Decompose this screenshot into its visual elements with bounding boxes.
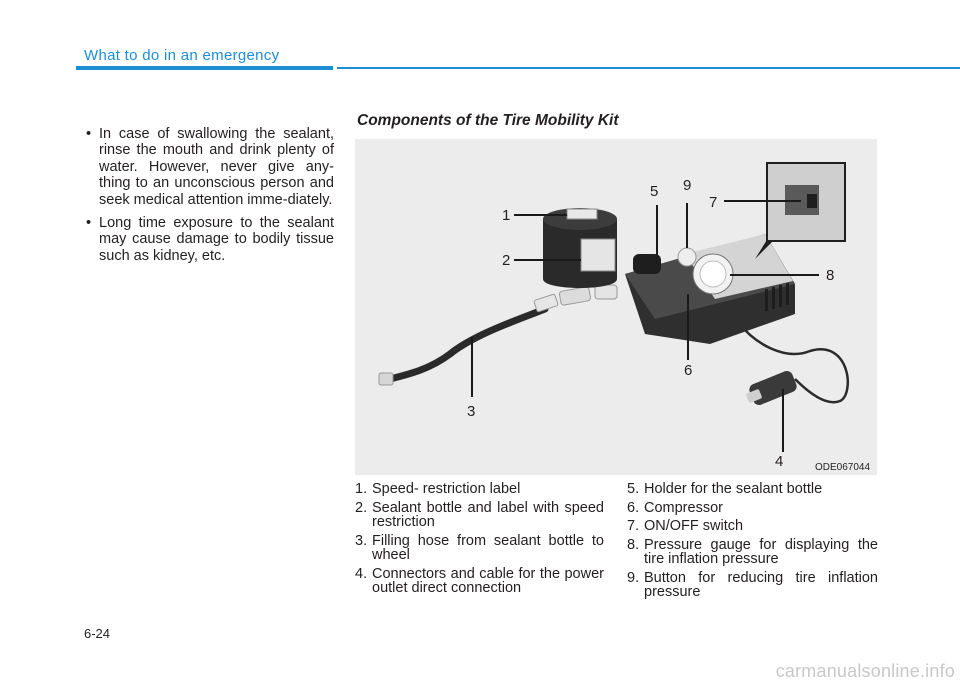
power-plug (746, 370, 797, 406)
callout-number: 4 (775, 453, 783, 470)
legend-item: 9.Button for reducing tire inflation pre… (627, 569, 878, 600)
legend-item: 3.Filling hose from sealant bottle to wh… (355, 532, 604, 563)
callout-number: 2 (502, 252, 510, 269)
legend-item: 2.Sealant bottle and label with speed re… (355, 499, 604, 530)
bullet-item: In case of swallowing the sealant, rinse… (84, 126, 334, 208)
sealant-bottle-label (580, 238, 616, 272)
hose-connector (533, 284, 618, 313)
legend-number: 9. (627, 569, 640, 586)
component-legend-left: 1.Speed- restriction label 2.Sealant bot… (355, 482, 604, 600)
switch-detail-inset (755, 162, 846, 259)
compressor (625, 234, 795, 344)
watermark: carmanualsonline.info (775, 661, 955, 681)
sealant-bottle (543, 208, 617, 288)
pressure-release-button (677, 247, 697, 267)
on-off-switch (807, 194, 817, 208)
callout-number: 6 (684, 362, 692, 379)
legend-number: 5. (627, 481, 640, 497)
legend-text: Pressure gauge for displaying the tire i… (644, 536, 878, 567)
warning-bullet-list: In case of swallowing the sealant, rinse… (84, 126, 334, 271)
filling-hose (386, 305, 549, 383)
bottle-holder (633, 254, 661, 274)
legend-text: ON/OFF switch (644, 518, 744, 534)
legend-text: Speed- restriction label (372, 481, 521, 497)
legend-number: 3. (355, 532, 368, 549)
legend-text: Connectors and cable for the power outle… (372, 565, 604, 596)
speed-restriction-label (566, 208, 598, 220)
kit-heading: Components of the Tire Mobility Kit (357, 112, 619, 129)
page-number: 6-24 (84, 626, 111, 641)
legend-text: Sealant bottle and label with speed rest… (372, 499, 604, 530)
callout-leader-lines (471, 200, 819, 452)
callout-number: 3 (467, 403, 475, 420)
legend-text: Filling hose from sealant bottle to whee… (372, 532, 604, 563)
legend-number: 4. (355, 565, 368, 582)
legend-number: 1. (355, 481, 368, 497)
legend-number: 7. (627, 518, 640, 534)
legend-item: 6.Compressor (627, 499, 878, 516)
callout-number: 9 (683, 177, 691, 194)
callout-number: 1 (502, 207, 510, 224)
bullet-item: Long time exposure to the sealant may ca… (84, 215, 334, 264)
component-legend-right: 5.Holder for the sealant bottle 6.Compre… (627, 482, 878, 604)
power-cable (737, 321, 849, 404)
legend-number: 8. (627, 536, 640, 553)
callout-number: 8 (826, 267, 834, 284)
header-rule-thin (337, 67, 960, 69)
header-rule-thick (76, 66, 333, 70)
hose-end-valve (378, 372, 394, 386)
legend-item: 8.Pressure gauge for displaying the tire… (627, 536, 878, 567)
callout-number: 7 (709, 194, 717, 211)
tire-mobility-kit-figure: 1 2 3 4 5 6 7 8 9 ODE067044 (355, 139, 877, 475)
legend-item: 1.Speed- restriction label (355, 482, 604, 497)
legend-text: Compressor (644, 499, 723, 516)
legend-text: Holder for the sealant bottle (644, 481, 823, 497)
legend-item: 5.Holder for the sealant bottle (627, 482, 878, 497)
legend-item: 7.ON/OFF switch (627, 519, 878, 534)
figure-code: ODE067044 (815, 462, 870, 473)
callout-number: 5 (650, 183, 658, 200)
legend-number: 6. (627, 499, 640, 516)
legend-text: Button for reducing tire inflation press… (644, 569, 878, 600)
section-title: What to do in an emergency (84, 47, 280, 64)
kit-illustration: 1 2 3 4 5 6 7 8 9 ODE067044 (378, 162, 870, 473)
legend-number: 2. (355, 499, 368, 516)
legend-item: 4.Connectors and cable for the power out… (355, 565, 604, 596)
